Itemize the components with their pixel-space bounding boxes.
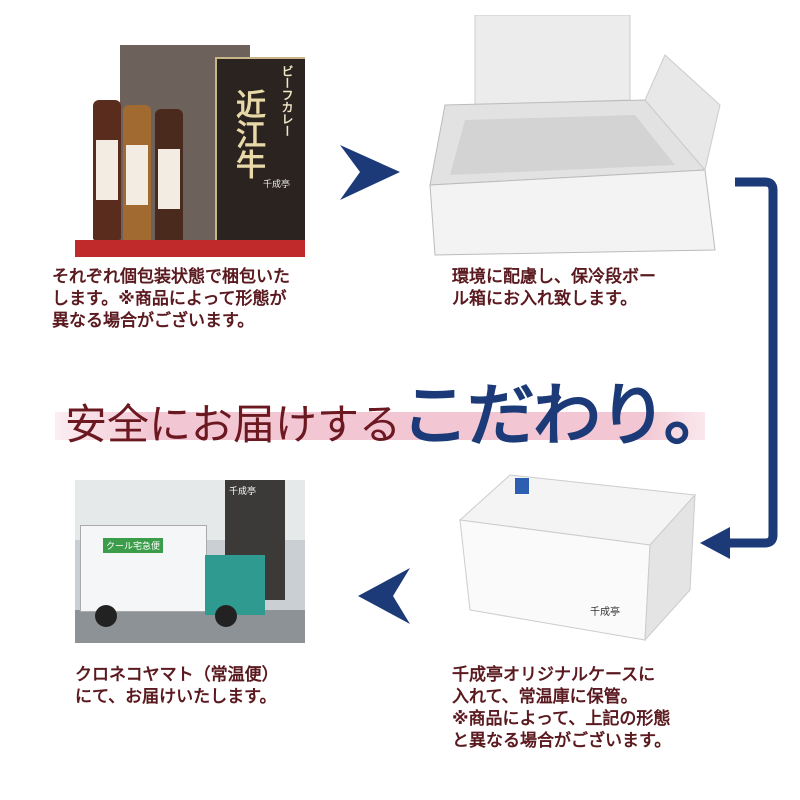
arrow-left-icon bbox=[358, 568, 410, 624]
svg-text:千成亭: 千成亭 bbox=[590, 605, 620, 618]
headline-brush-band bbox=[55, 412, 705, 440]
step2-caption: 環境に配慮し、保冷段ボー ル箱にお入れ致します。 bbox=[452, 267, 656, 309]
curry-label: ビーフカレー bbox=[280, 65, 294, 137]
cardboard-box-photo bbox=[429, 15, 721, 256]
headline-part1: 安全にお届けする bbox=[65, 400, 402, 449]
sauce-bottle bbox=[93, 100, 121, 240]
step1-caption: それぞれ個包装状態で梱包いた します。※商品によって形態が 異なる場合がございま… bbox=[52, 267, 290, 331]
individual-packaging-photo: ビーフカレー 近江牛 千成亭 bbox=[75, 45, 305, 257]
step3-caption: クロネコヤマト（常温便） にて、お届けいたします。 bbox=[75, 665, 279, 707]
headline: 安全にお届けするこだわり。 bbox=[65, 360, 732, 459]
curry-box: ビーフカレー 近江牛 千成亭 bbox=[215, 57, 305, 253]
headline-part2: こだわり。 bbox=[401, 376, 732, 456]
truck-cab bbox=[205, 555, 265, 615]
truck-body: クール宅急便 bbox=[80, 525, 207, 612]
arrow-right-icon bbox=[340, 145, 400, 200]
delivery-truck-photo: 千成亭 クール宅急便 bbox=[75, 480, 305, 643]
flow-bracket-arrow bbox=[700, 177, 778, 559]
sauce-bottle bbox=[155, 109, 183, 243]
step4-caption: 千成亭オリジナルケースに 入れて、常温庫に保管。 ※商品によって、上記の形態 と… bbox=[452, 665, 672, 751]
sauce-bottle bbox=[123, 105, 151, 243]
branded-case-photo: 千成亭 bbox=[458, 474, 697, 642]
